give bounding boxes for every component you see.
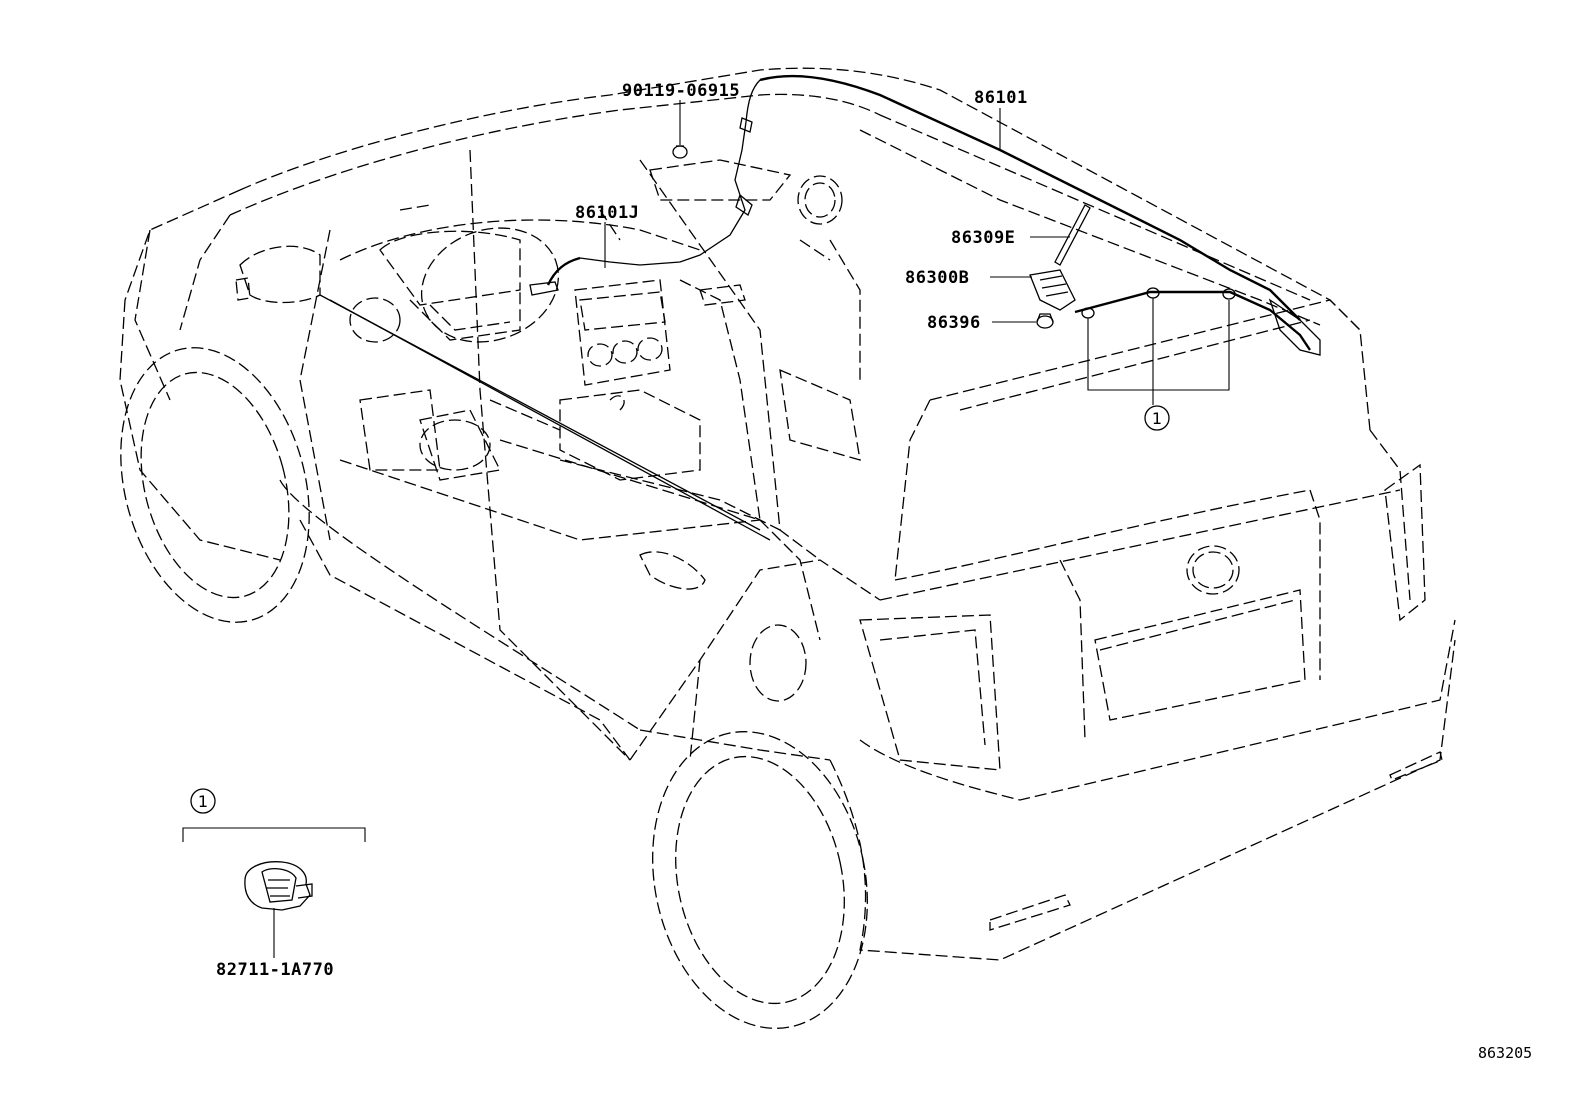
detail-marker-main: 1 (1144, 405, 1170, 431)
antenna-element (1054, 204, 1091, 266)
antenna-nut (1036, 315, 1054, 329)
callout-clamp: 82711-1A770 (216, 960, 334, 980)
interior-outline (339, 159, 861, 541)
vehicle-outline (119, 67, 1456, 961)
diagram-reference-number: 863205 (1478, 1044, 1532, 1062)
callout-antenna-element: 86309E (951, 228, 1015, 248)
antenna-cord-assembly (319, 74, 1321, 541)
clamp-part-detail (244, 861, 313, 911)
svg-text:1: 1 (1152, 409, 1162, 428)
svg-text:1: 1 (198, 792, 208, 811)
callout-antenna-cord-sub: 86101J (575, 203, 639, 223)
antenna-amplifier (1029, 269, 1076, 311)
callout-antenna-amplifier: 86300B (905, 268, 969, 288)
callout-antenna-cord: 86101 (974, 88, 1028, 108)
antenna-cord-dash (546, 256, 581, 286)
callout-clip-bolt: 90119-06915 (622, 81, 740, 101)
antenna-cord-pillar (579, 121, 747, 266)
wheels (120, 347, 868, 1029)
clip-bolt (672, 145, 688, 159)
callout-antenna-nut: 86396 (927, 313, 981, 333)
antenna-cord-roof (759, 74, 1301, 321)
leader-lines (182, 100, 1230, 958)
detail-marker-inset: 1 (190, 788, 216, 814)
